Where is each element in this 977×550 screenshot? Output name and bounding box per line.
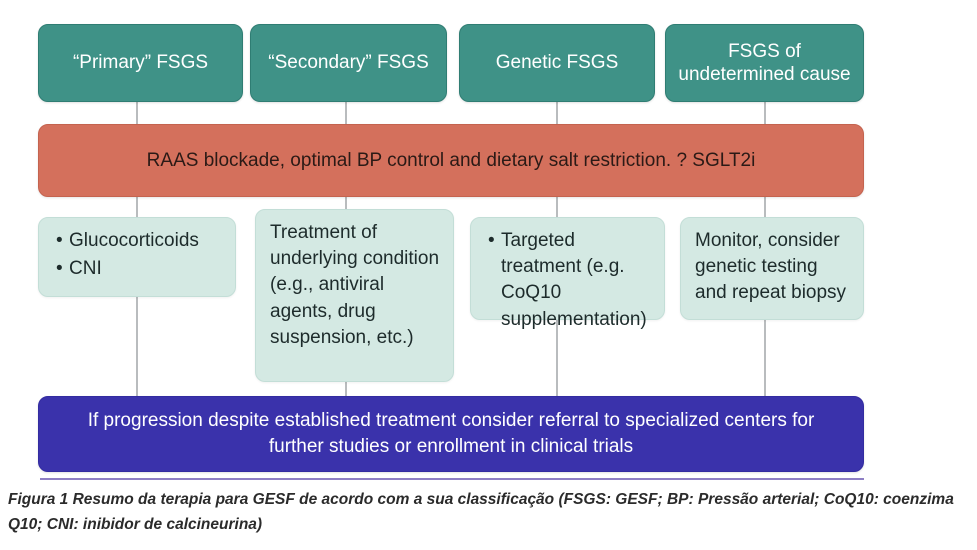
connector-category-1-to-general bbox=[136, 102, 138, 124]
connector-treatment-1-to-escalation bbox=[136, 297, 138, 396]
treatment-box-primary[interactable]: Glucocorticoids CNI bbox=[38, 217, 236, 297]
connector-treatment-2-to-escalation bbox=[345, 382, 347, 396]
escalation-band[interactable]: If progression despite established treat… bbox=[38, 396, 864, 472]
category-box-genetic-fsgs[interactable]: Genetic FSGS bbox=[459, 24, 655, 102]
treatment-bullet-list-primary: Glucocorticoids CNI bbox=[53, 228, 221, 283]
general-measures-text: RAAS blockade, optimal BP control and di… bbox=[146, 149, 756, 171]
treatment-box-secondary[interactable]: Treatment of underlying condition (e.g.,… bbox=[255, 209, 454, 382]
connector-general-to-treatment-4 bbox=[764, 197, 766, 217]
treatment-box-genetic[interactable]: Targeted treatment (e.g. CoQ10 supplemen… bbox=[470, 217, 665, 330]
category-box-undetermined-cause-fsgs[interactable]: FSGS of undetermined cause bbox=[665, 24, 864, 102]
treatment-bullet-item: Glucocorticoids bbox=[56, 228, 221, 254]
treatment-text-undetermined: Monitor, consider genetic testing and re… bbox=[695, 230, 847, 304]
treatment-text-secondary: Treatment of underlying condition (e.g.,… bbox=[270, 222, 440, 348]
caption-divider-rule bbox=[40, 478, 864, 480]
connector-general-to-treatment-3 bbox=[556, 197, 558, 217]
connector-category-2-to-general bbox=[345, 102, 347, 124]
connector-category-3-to-general bbox=[556, 102, 558, 124]
category-label-primary-fsgs: “Primary” FSGS bbox=[72, 52, 209, 74]
treatment-box-undetermined[interactable]: Monitor, consider genetic testing and re… bbox=[680, 217, 864, 320]
category-box-secondary-fsgs[interactable]: “Secondary” FSGS bbox=[250, 24, 447, 102]
treatment-bullet-list-genetic: Targeted treatment (e.g. CoQ10 supplemen… bbox=[485, 228, 650, 333]
connector-category-4-to-general bbox=[764, 102, 766, 124]
connector-treatment-4-to-escalation bbox=[764, 320, 766, 396]
connector-general-to-treatment-2 bbox=[345, 197, 347, 217]
connector-treatment-3-to-escalation bbox=[556, 320, 558, 396]
category-box-primary-fsgs[interactable]: “Primary” FSGS bbox=[38, 24, 243, 102]
figure-caption: Figura 1 Resumo da terapia para GESF de … bbox=[8, 491, 954, 534]
connector-general-to-treatment-1 bbox=[136, 197, 138, 217]
treatment-bullet-item: CNI bbox=[56, 256, 221, 282]
category-label-undetermined-cause-fsgs: FSGS of undetermined cause bbox=[678, 40, 851, 85]
escalation-text: If progression despite established treat… bbox=[87, 409, 815, 457]
category-label-secondary-fsgs: “Secondary” FSGS bbox=[268, 52, 429, 74]
treatment-bullet-item: Targeted treatment (e.g. CoQ10 supplemen… bbox=[488, 228, 650, 333]
general-measures-band[interactable]: RAAS blockade, optimal BP control and di… bbox=[38, 124, 864, 197]
category-label-genetic-fsgs: Genetic FSGS bbox=[495, 52, 619, 74]
